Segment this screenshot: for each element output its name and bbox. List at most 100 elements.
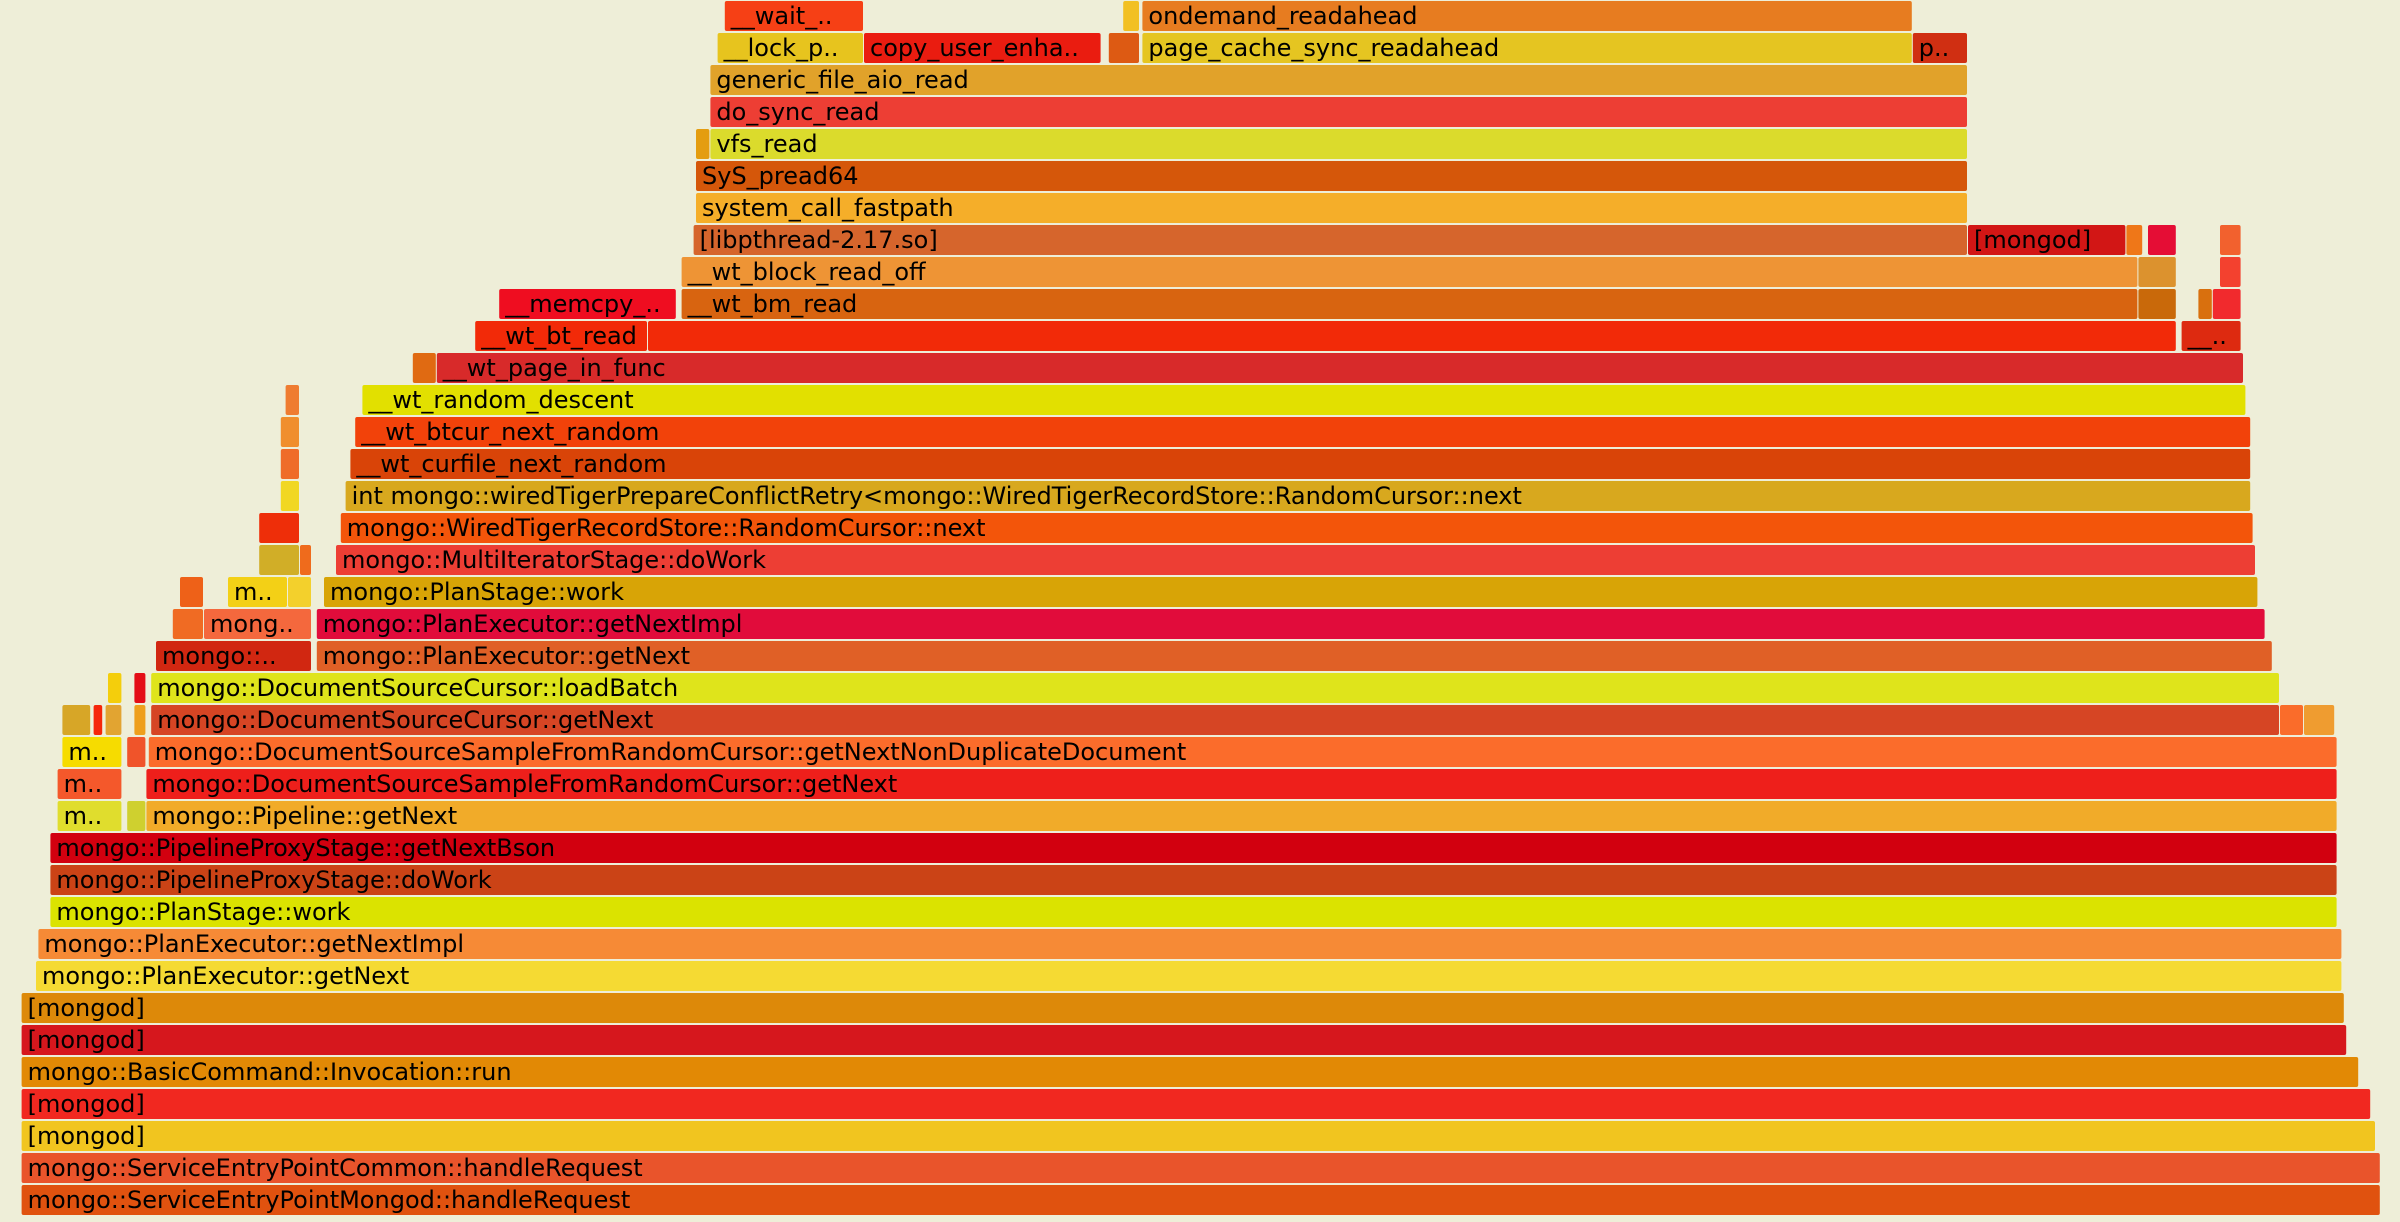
frame-bar[interactable] [151, 673, 2280, 703]
frame[interactable]: [mongod] [21, 1025, 2347, 1055]
frame[interactable]: [mongod] [21, 1089, 2371, 1119]
frame[interactable]: [mongod] [21, 1121, 2375, 1151]
frame-bar[interactable] [280, 449, 299, 479]
frame-bar[interactable] [864, 33, 1101, 63]
frame-bar[interactable] [499, 289, 676, 319]
frame[interactable] [696, 129, 710, 159]
frame[interactable] [280, 449, 299, 479]
frame-bar[interactable] [324, 577, 2258, 607]
frame-bar[interactable] [681, 289, 2138, 319]
frame[interactable] [2138, 289, 2176, 319]
frame[interactable] [180, 577, 203, 607]
frame[interactable]: __wt_bt_read [475, 321, 647, 351]
frame[interactable] [2212, 289, 2241, 319]
frame-bar[interactable] [340, 513, 2253, 543]
frame[interactable]: __wt_block_read_off [681, 257, 2138, 287]
frame[interactable]: mongo::DocumentSourceSampleFromRandomCur… [146, 769, 2337, 799]
frame-bar[interactable] [36, 961, 2342, 991]
frame-bar[interactable] [2212, 289, 2241, 319]
frame-bar[interactable] [148, 737, 2337, 767]
frame[interactable]: mongo::PlanExecutor::getNextImpl [316, 609, 2265, 639]
frame-bar[interactable] [108, 673, 122, 703]
frame[interactable] [108, 673, 122, 703]
frame[interactable] [280, 481, 299, 511]
frame-bar[interactable] [336, 545, 2255, 575]
frame[interactable]: mongo::PlanStage::work [50, 897, 2337, 927]
frame-bar[interactable] [475, 321, 647, 351]
frame[interactable]: [mongod] [1968, 225, 2126, 255]
frame-bar[interactable] [228, 577, 287, 607]
frame[interactable] [1123, 1, 1139, 31]
frame[interactable]: mongo::DocumentSourceCursor::loadBatch [151, 673, 2280, 703]
frame-bar[interactable] [2148, 225, 2176, 255]
frame[interactable] [62, 705, 91, 735]
frame-bar[interactable] [21, 1025, 2347, 1055]
frame-bar[interactable] [2220, 225, 2241, 255]
frame[interactable] [2138, 257, 2176, 287]
frame[interactable]: __wt_random_descent [362, 385, 2246, 415]
frame-bar[interactable] [710, 97, 1967, 127]
frame[interactable] [127, 737, 146, 767]
frame-bar[interactable] [2220, 257, 2241, 287]
frame[interactable] [134, 705, 146, 735]
frame[interactable] [2280, 705, 2303, 735]
frame-bar[interactable] [681, 257, 2138, 287]
frame-bar[interactable] [21, 993, 2344, 1023]
frame[interactable]: mongo::ServiceEntryPointCommon::handleRe… [21, 1153, 2380, 1183]
frame-bar[interactable] [436, 353, 2243, 383]
frame[interactable] [285, 385, 299, 415]
frame[interactable]: __lock_p.. [717, 33, 863, 63]
frame[interactable]: [libpthread-2.17.so] [693, 225, 1967, 255]
frame[interactable]: __wt_curfile_next_random [350, 449, 2251, 479]
frame[interactable]: mongo::PlanStage::work [324, 577, 2258, 607]
frame-bar[interactable] [204, 609, 311, 639]
frame-bar[interactable] [57, 801, 122, 831]
frame-bar[interactable] [1142, 33, 1912, 63]
frame[interactable] [172, 609, 203, 639]
frame[interactable] [648, 321, 2176, 351]
frame[interactable] [280, 417, 299, 447]
frame-bar[interactable] [180, 577, 203, 607]
frame[interactable]: mongo::Pipeline::getNext [146, 801, 2337, 831]
frame-bar[interactable] [21, 1089, 2371, 1119]
frame[interactable]: mongo::DocumentSourceCursor::getNext [151, 705, 2280, 735]
frame-bar[interactable] [127, 737, 146, 767]
frame-bar[interactable] [280, 417, 299, 447]
frame[interactable] [127, 801, 146, 831]
frame[interactable]: SyS_pread64 [696, 161, 1967, 191]
frame[interactable]: mongo::PipelineProxyStage::doWork [50, 865, 2337, 895]
frame[interactable] [93, 705, 103, 735]
frame-bar[interactable] [316, 609, 2265, 639]
frame-bar[interactable] [146, 769, 2337, 799]
frame-bar[interactable] [259, 545, 299, 575]
frame[interactable]: int mongo::wiredTigerPrepareConflictRetr… [345, 481, 2251, 511]
frame-bar[interactable] [127, 801, 146, 831]
frame[interactable] [259, 513, 299, 543]
frame-bar[interactable] [300, 545, 311, 575]
frame[interactable] [105, 705, 122, 735]
frame-bar[interactable] [134, 673, 146, 703]
frame-bar[interactable] [57, 769, 122, 799]
frame-bar[interactable] [412, 353, 436, 383]
frame-bar[interactable] [50, 897, 2337, 927]
frame-bar[interactable] [1108, 33, 1139, 63]
frame-bar[interactable] [156, 641, 311, 671]
frame-bar[interactable] [146, 801, 2337, 831]
frame[interactable] [412, 353, 436, 383]
frame-bar[interactable] [345, 481, 2251, 511]
frame[interactable]: __wait_.. [724, 1, 863, 31]
frame-bar[interactable] [696, 129, 710, 159]
frame-bar[interactable] [648, 321, 2176, 351]
frame[interactable]: [mongod] [21, 993, 2344, 1023]
frame[interactable]: mongo::ServiceEntryPointMongod::handleRe… [21, 1185, 2380, 1215]
frame-bar[interactable] [62, 705, 91, 735]
frame-bar[interactable] [280, 481, 299, 511]
frame-bar[interactable] [285, 385, 299, 415]
frame[interactable]: mongo::.. [156, 641, 311, 671]
frame-bar[interactable] [259, 513, 299, 543]
frame[interactable]: system_call_fastpath [696, 193, 1967, 223]
frame-bar[interactable] [151, 705, 2280, 735]
frame[interactable] [2220, 225, 2241, 255]
frame[interactable] [2220, 257, 2241, 287]
frame[interactable] [2148, 225, 2176, 255]
